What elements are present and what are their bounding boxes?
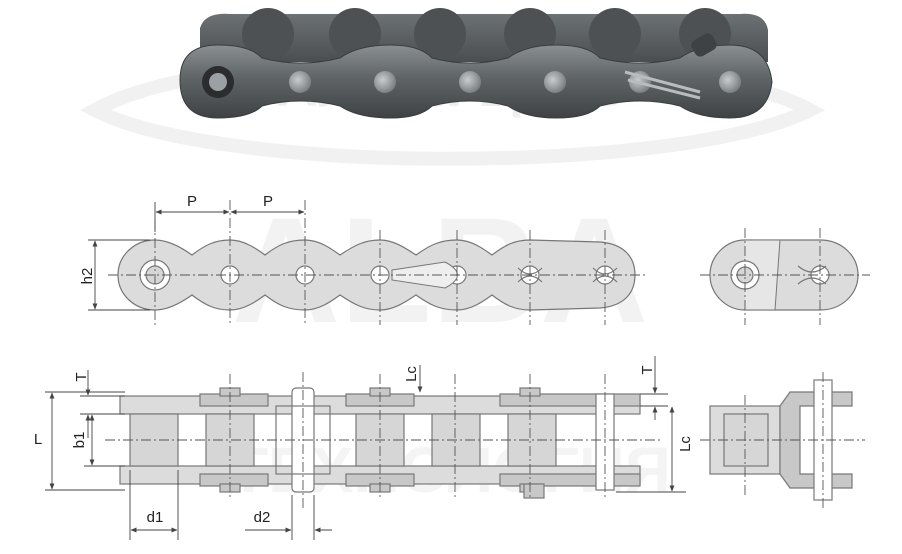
side-view: P P h2 — [79, 193, 648, 325]
chain-photo — [179, 8, 773, 119]
cotter-pin — [624, 70, 701, 100]
top-view: L T b1 Lc T Lc d1 d2 — [34, 356, 694, 540]
side-clip — [391, 261, 458, 289]
overall-length-label: L — [34, 431, 42, 448]
pin-3 — [459, 71, 481, 93]
pin-6 — [719, 71, 741, 93]
pin-diameter-label: d2 — [254, 509, 271, 526]
connecting-pin-end — [691, 33, 717, 57]
inner-width-label: b1 — [71, 432, 88, 449]
connecting-length-right-label: Lc — [677, 436, 694, 452]
connecting-length-top-label: Lc — [403, 366, 420, 382]
end-view-top — [700, 228, 870, 325]
plate-height-label: h2 — [79, 268, 96, 285]
pitch-label-right: P — [263, 193, 273, 210]
plate-thickness-left-label: T — [73, 372, 90, 381]
plate-thickness-right-label: T — [639, 365, 656, 374]
pin-4 — [544, 71, 566, 93]
pin-1 — [289, 71, 311, 93]
back-roller-1 — [242, 8, 294, 60]
back-roller-3 — [414, 8, 466, 60]
plan-cotter-end — [523, 483, 545, 499]
end-view-bottom — [700, 372, 865, 510]
back-roller-5 — [589, 8, 641, 60]
roller-diameter-label: d1 — [147, 509, 164, 526]
pitch-label-left: P — [187, 193, 197, 210]
bushing-open — [209, 73, 227, 91]
pin-2 — [374, 71, 396, 93]
end-cotter-pin — [797, 265, 827, 285]
